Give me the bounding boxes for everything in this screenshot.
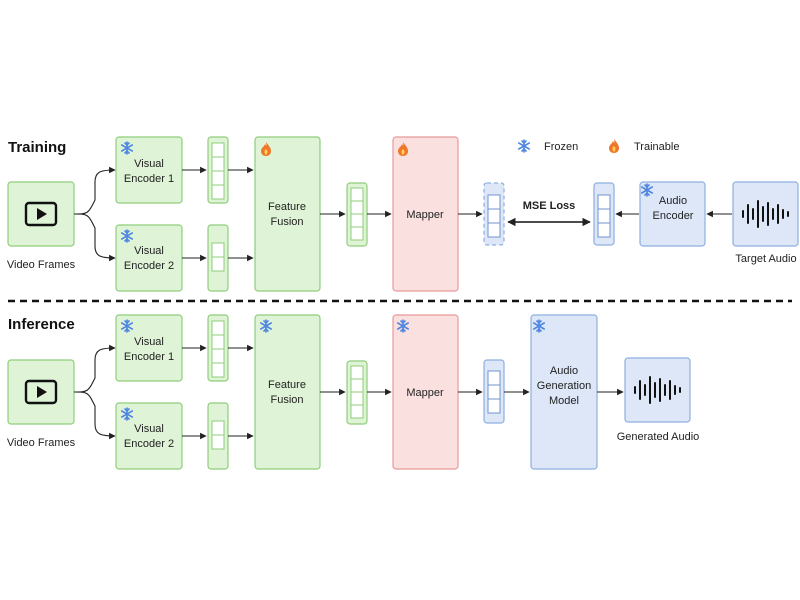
video-frames-label-inference: Video Frames xyxy=(7,437,76,449)
legend: Frozen Trainable xyxy=(517,139,679,153)
feature-fusion-label-line1: Feature xyxy=(268,201,306,213)
mapper-inference: Mapper xyxy=(392,314,459,470)
arrow-video-to-encoder1 xyxy=(73,166,116,215)
mapper-label: Mapper xyxy=(406,387,444,399)
token-stack-encoder2-inference xyxy=(207,402,229,470)
visual-encoder-2-label-line1: Visual xyxy=(134,423,164,435)
video-frames-label: Video Frames xyxy=(7,259,76,271)
feature-fusion-label-line1: Feature xyxy=(268,379,306,391)
flame-icon xyxy=(609,139,619,153)
visual-encoder-2-label-line1: Visual xyxy=(134,245,164,257)
visual-encoder-1: Visual Encoder 1 xyxy=(115,136,183,204)
visual-encoder-1-label-line1: Visual xyxy=(134,158,164,170)
token-stack-fused-inference xyxy=(346,360,368,425)
waveform-icon xyxy=(742,200,789,228)
arrow-video-to-encoder1-inference xyxy=(73,344,116,393)
section-title-inference: Inference xyxy=(8,316,75,333)
video-frames-node-inference xyxy=(7,359,75,425)
audio-generation-label-line1: Audio xyxy=(550,365,578,377)
visual-encoder-1-label-line1: Visual xyxy=(134,336,164,348)
feature-fusion-label-line2: Fusion xyxy=(270,394,303,406)
visual-encoder-2-inference: Visual Encoder 2 xyxy=(115,402,183,470)
audio-generation-label-line3: Model xyxy=(549,395,579,407)
feature-fusion-label-line2: Fusion xyxy=(270,216,303,228)
video-frames-node xyxy=(7,181,75,247)
audio-generation-label-line2: Generation xyxy=(537,380,591,392)
generated-audio-label: Generated Audio xyxy=(617,431,700,443)
visual-encoder-2-label-line2: Encoder 2 xyxy=(124,260,174,272)
visual-encoder-1-label-line2: Encoder 1 xyxy=(124,351,174,363)
generated-audio-node xyxy=(624,357,691,423)
token-stack-fused-training xyxy=(346,182,368,247)
mapper-label: Mapper xyxy=(406,209,444,221)
audio-encoder: Audio Encoder xyxy=(639,181,706,247)
section-title-training: Training xyxy=(8,139,66,156)
visual-encoder-2: Visual Encoder 2 xyxy=(115,224,183,292)
audio-encoder-label-line1: Audio xyxy=(659,195,687,207)
target-audio-label: Target Audio xyxy=(735,253,796,265)
predicted-embedding xyxy=(483,182,505,246)
visual-encoder-1-label-line2: Encoder 1 xyxy=(124,173,174,185)
arrow-video-to-encoder2 xyxy=(73,213,116,262)
mapper-training: Mapper xyxy=(392,136,459,292)
token-stack-encoder1-inference xyxy=(207,314,229,382)
target-audio-node xyxy=(732,181,799,247)
snowflake-icon xyxy=(517,139,531,153)
mapped-embedding-inference xyxy=(483,359,505,424)
visual-encoder-2-label-line2: Encoder 2 xyxy=(124,438,174,450)
arrow-video-to-encoder2-inference xyxy=(73,391,116,440)
mse-loss-label: MSE Loss xyxy=(523,200,576,212)
visual-encoder-1-inference: Visual Encoder 1 xyxy=(115,314,183,382)
token-stack-encoder1 xyxy=(207,136,229,204)
legend-frozen-label: Frozen xyxy=(544,141,578,153)
feature-fusion-inference: Feature Fusion xyxy=(254,314,321,470)
play-icon xyxy=(24,201,58,227)
audio-generation-model: Audio Generation Model xyxy=(530,314,598,470)
legend-trainable-label: Trainable xyxy=(634,141,679,153)
target-embedding xyxy=(593,182,615,246)
audio-encoder-label-line2: Encoder xyxy=(653,210,694,222)
play-icon xyxy=(24,379,58,405)
token-stack-encoder2 xyxy=(207,224,229,292)
waveform-icon xyxy=(634,376,681,404)
feature-fusion-training: Feature Fusion xyxy=(254,136,321,292)
